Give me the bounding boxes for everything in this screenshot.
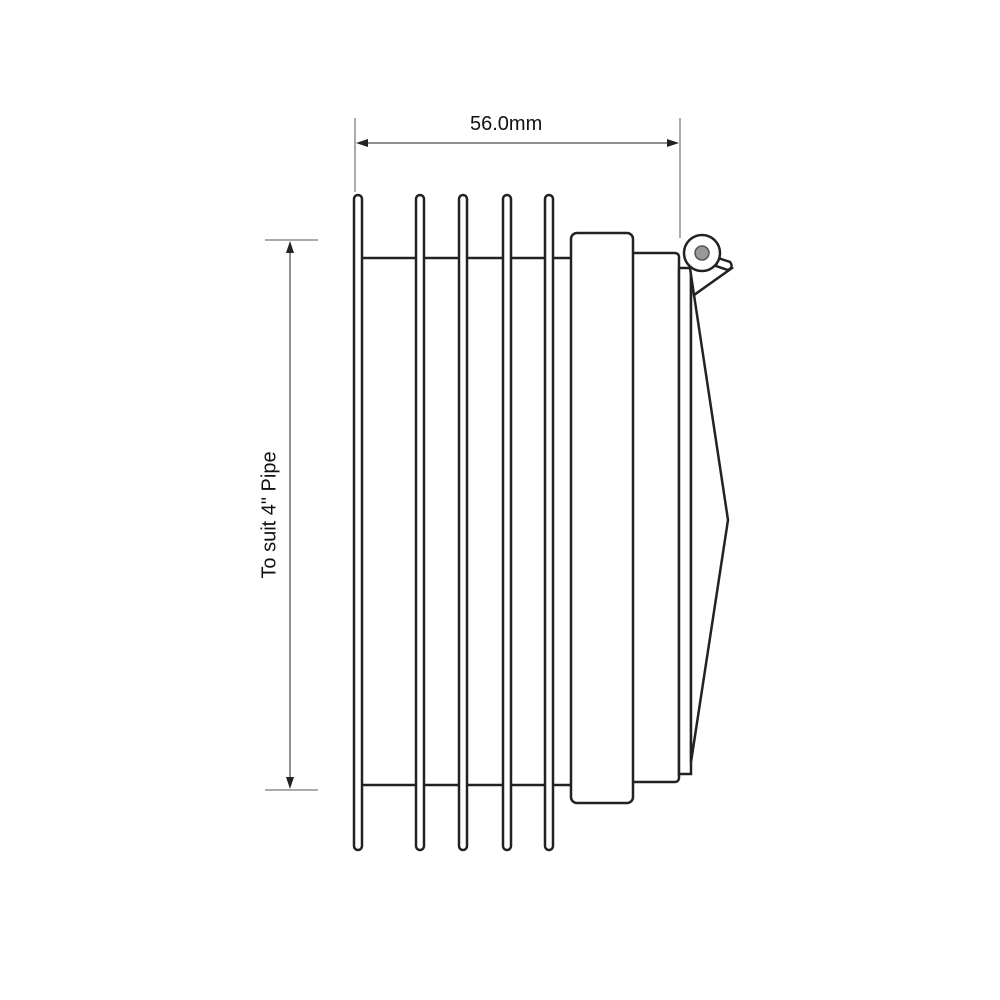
- fin-1: [352, 193, 364, 852]
- valve-seat: [677, 266, 693, 776]
- hinge-pin: [694, 245, 710, 261]
- fin-4: [501, 193, 513, 852]
- flap-valve: [689, 274, 730, 763]
- dimension-lines: [265, 118, 681, 791]
- width-dimension-label: 56.0mm: [470, 113, 543, 135]
- fitting-body: [352, 193, 735, 852]
- pipe-size-label: To suit 4" Pipe: [258, 451, 281, 579]
- outlet-section: [626, 251, 681, 784]
- collar: [569, 231, 635, 805]
- fin-2: [414, 193, 426, 852]
- hinge-tab: [714, 256, 733, 272]
- fin-5: [543, 193, 555, 852]
- fin-3: [457, 193, 469, 852]
